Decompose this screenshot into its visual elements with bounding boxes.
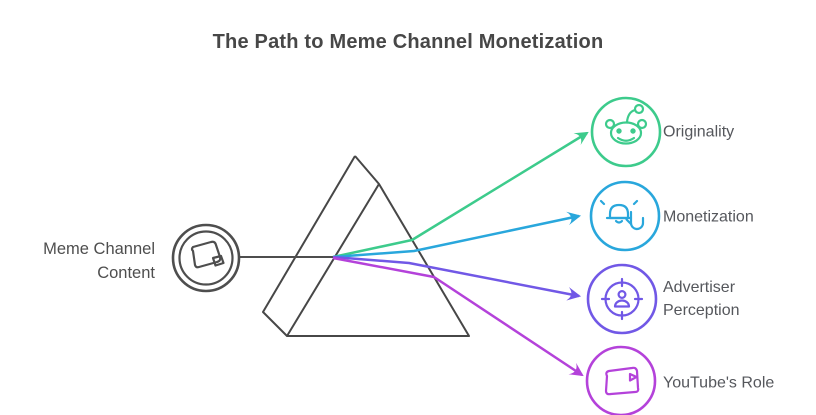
label-originality: Originality xyxy=(663,123,735,141)
node-ring xyxy=(586,263,658,335)
node-ring xyxy=(590,96,662,168)
source-inner-ring xyxy=(178,230,234,286)
node-originality xyxy=(590,96,662,168)
arrow-to-monetization xyxy=(332,211,582,259)
node-ring xyxy=(585,345,657,415)
node-monetization xyxy=(589,180,661,252)
arrow-to-originality xyxy=(332,131,589,259)
node-youtubes-role xyxy=(585,345,657,415)
arrow-to-advertiser-perception xyxy=(332,255,582,301)
meme-megaphone-icon xyxy=(190,240,225,269)
source-node xyxy=(171,223,241,293)
node-ring xyxy=(589,180,661,252)
bell-click-icon xyxy=(599,199,645,231)
source-outer-ring xyxy=(171,223,241,293)
node-advertiser-perception xyxy=(586,263,658,335)
youtube-play-icon xyxy=(604,366,640,396)
prism-shape xyxy=(262,155,470,337)
audience-target-icon xyxy=(600,277,644,321)
arrow-to-youtubes-role xyxy=(332,256,584,377)
label-advertiser-perception: Advertiser Perception xyxy=(663,279,740,319)
reddit-icon xyxy=(604,103,648,145)
page-title: The Path to Meme Channel Monetization xyxy=(212,31,604,53)
label-monetization: Monetization xyxy=(663,208,754,226)
source-label: Meme Channel Content xyxy=(43,240,155,282)
label-youtubes-role: YouTube's Role xyxy=(663,374,775,392)
